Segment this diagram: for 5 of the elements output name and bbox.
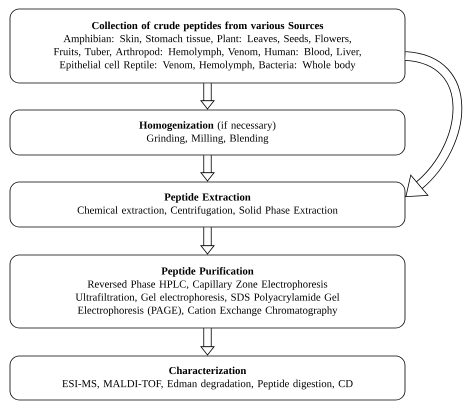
process-box: Characterization ESI-MS, MALDI-TOF, Edman degradation, Peptide digestion, CD [10, 356, 406, 400]
process-box: Peptide Extraction Chemical extraction, Centrifugation, Solid Phase Extraction [10, 182, 406, 228]
process-box: Peptide Purification Reversed Phase HPLC, Capillary Zone Electrophoresis Ultrafiltration, Gel electrophoresis, SDS Polyacrylamide Gel Electrophoresis (PAGE), Cation Exchange Chromatography [10, 254, 406, 328]
process-box: Collection of crude peptides from various Sources Amphibian: Skin, Stomach tissue, Plant: Leaves, Seeds, Flowers, Fruits, Tuber, Arthropod: Hemolymph, Venom, Human: Blood, Liver, Epithelial cell Reptile: Venom, Hemolymph, Bacteria: Whole body [10, 8, 406, 84]
process-box: Homogenization (if necessary) Grinding, Milling, Blending [10, 110, 406, 156]
